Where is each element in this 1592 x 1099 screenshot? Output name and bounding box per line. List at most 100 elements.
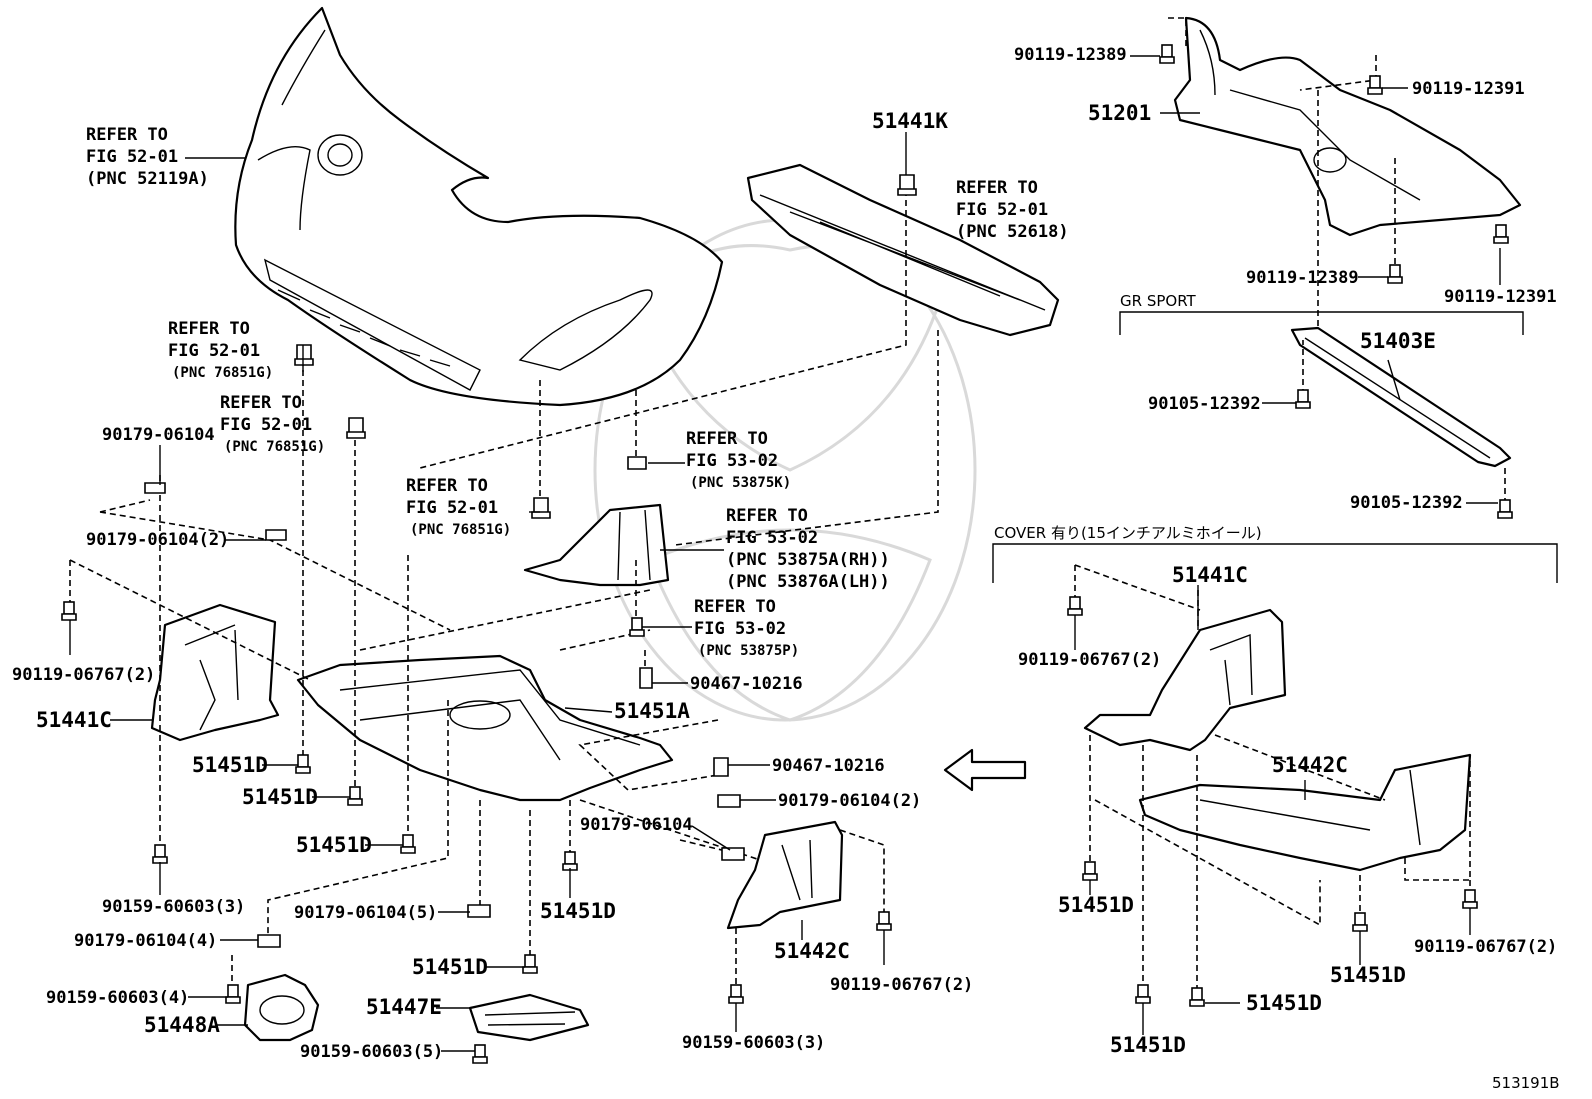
part-number-51442c-right: 51442C <box>1272 753 1348 777</box>
nut-icon <box>265 529 287 541</box>
part-number-51451d-4: 51451D <box>540 899 616 923</box>
part-number-90119-06767-2-d: 90119-06767(2) <box>1414 937 1557 957</box>
bolt-icon <box>1352 912 1368 932</box>
svg-text:REFER TO: REFER TO <box>686 429 768 449</box>
clip-icon <box>639 667 653 689</box>
svg-text:(PNC 52119A): (PNC 52119A) <box>86 169 209 189</box>
part-number-90467-10216-b: 90467-10216 <box>772 756 885 776</box>
clip-icon <box>713 757 729 777</box>
bolt-icon <box>562 851 578 871</box>
part-number-90467-10216-a: 90467-10216 <box>690 674 803 694</box>
bolt-icon <box>1367 75 1383 95</box>
part-number-90119-12391-top: 90119-12391 <box>1412 79 1525 99</box>
bolt-icon <box>1159 44 1175 64</box>
label-refer-52618: REFER TO FIG 52-01 (PNC 52618) <box>956 178 1069 242</box>
bolt-icon <box>295 754 311 774</box>
part-number-90179-06104-2-b: 90179-06104(2) <box>778 791 921 811</box>
part-number-51403e: 51403E <box>1360 329 1436 353</box>
part-number-51451a: 51451A <box>614 699 690 723</box>
svg-text:REFER TO: REFER TO <box>220 393 302 413</box>
bolt-icon <box>1082 861 1098 881</box>
svg-text:(PNC 52618): (PNC 52618) <box>956 222 1069 242</box>
part-number-51451d-r3: 51451D <box>1246 991 1322 1015</box>
clip-icon <box>531 497 551 519</box>
part-51448a <box>243 973 320 1042</box>
label-refer-52119a: REFER TO FIG 52-01 (PNC 52119A) <box>86 125 209 189</box>
part-51441c-left <box>150 603 280 742</box>
svg-text:(PNC 53875P): (PNC 53875P) <box>698 643 799 659</box>
part-number-90119-06767-2-c: 90119-06767(2) <box>1018 650 1161 670</box>
label-refer-53875a: REFER TO FIG 53-02 (PNC 53875A(RH)) (PNC… <box>726 506 890 592</box>
part-number-51451d-r1: 51451D <box>1058 893 1134 917</box>
svg-text:REFER TO: REFER TO <box>726 506 808 526</box>
bolt-icon <box>1135 984 1151 1004</box>
part-51403e-brace <box>1290 326 1512 468</box>
part-number-90119-06767-2-b: 90119-06767(2) <box>830 975 973 995</box>
nut-icon <box>717 794 741 808</box>
bolt-icon <box>1067 596 1083 616</box>
part-number-51441c-left: 51441C <box>36 708 112 732</box>
svg-text:(PNC 76851G): (PNC 76851G) <box>410 522 511 538</box>
part-number-90119-06767-2-a: 90119-06767(2) <box>12 665 155 685</box>
part-number-51447e: 51447E <box>366 995 442 1019</box>
fasteners <box>61 44 1513 1064</box>
part-number-51201: 51201 <box>1088 101 1151 125</box>
svg-text:FIG 53-02: FIG 53-02 <box>694 619 786 639</box>
label-cover-note: COVER 有り(15インチアルミホイール) <box>994 524 1262 542</box>
part-number-90159-60603-3-a: 90159-60603(3) <box>102 897 245 917</box>
part-53875a-bracket <box>523 503 670 587</box>
bolt-icon <box>347 786 363 806</box>
part-number-51448a: 51448A <box>144 1013 220 1037</box>
figure-code: 513191B <box>1492 1074 1560 1092</box>
bolt-icon <box>728 984 744 1004</box>
part-number-51451d-5: 51451D <box>412 955 488 979</box>
bolt-icon <box>522 954 538 974</box>
part-number-90159-60603-3-b: 90159-60603(3) <box>682 1033 825 1053</box>
svg-text:REFER TO: REFER TO <box>168 319 250 339</box>
bolt-icon <box>1497 499 1513 519</box>
part-number-51451d-1: 51451D <box>192 753 268 777</box>
bolt-icon <box>1493 224 1509 244</box>
svg-text:FIG 52-01: FIG 52-01 <box>220 415 312 435</box>
svg-text:FIG 53-02: FIG 53-02 <box>686 451 778 471</box>
bolt-icon <box>629 617 645 637</box>
part-number-51441k: 51441K <box>872 109 948 133</box>
svg-text:(PNC 76851G): (PNC 76851G) <box>172 365 273 381</box>
svg-text:(PNC 53876A(LH)): (PNC 53876A(LH)) <box>726 572 890 592</box>
svg-text:REFER TO: REFER TO <box>956 178 1038 198</box>
part-number-90119-12389-mid: 90119-12389 <box>1246 268 1359 288</box>
nut-icon <box>144 482 166 494</box>
nut-icon <box>467 904 491 918</box>
part-number-90179-06104-2-a: 90179-06104(2) <box>86 530 229 550</box>
bolt-icon <box>1189 987 1205 1007</box>
bolt-icon <box>1295 389 1311 409</box>
label-refer-76851g-a: REFER TO FIG 52-01 (PNC 76851G) <box>168 319 273 381</box>
svg-text:(PNC 53875K): (PNC 53875K) <box>690 475 791 491</box>
label-refer-53875k: REFER TO FIG 53-02 (PNC 53875K) <box>686 429 791 491</box>
bolt-icon <box>225 984 241 1004</box>
bolt-icon <box>1462 889 1478 909</box>
part-51447e <box>468 993 590 1042</box>
bolt-icon <box>876 911 892 931</box>
part-number-90179-06104-a: 90179-06104 <box>102 425 215 445</box>
label-gr-sport: GR SPORT <box>1120 292 1197 310</box>
svg-text:FIG 53-02: FIG 53-02 <box>726 528 818 548</box>
part-number-90179-06104-5: 90179-06104(5) <box>294 903 437 923</box>
part-number-51451d-3: 51451D <box>296 833 372 857</box>
nut-icon <box>721 847 745 861</box>
part-number-90105-12392-a: 90105-12392 <box>1148 394 1261 414</box>
part-number-90159-60603-4: 90159-60603(4) <box>46 988 189 1008</box>
bolt-icon <box>152 844 168 864</box>
part-number-51441c-right: 51441C <box>1172 563 1248 587</box>
part-number-90119-12391-mid: 90119-12391 <box>1444 287 1557 307</box>
part-number-90179-06104-b: 90179-06104 <box>580 815 693 835</box>
svg-text:FIG 52-01: FIG 52-01 <box>406 498 498 518</box>
bolt-icon <box>400 834 416 854</box>
bolt-icon <box>472 1044 488 1064</box>
part-51442c-center <box>726 820 844 930</box>
part-number-51451d-2: 51451D <box>242 785 318 809</box>
clip-icon <box>294 344 314 366</box>
label-refer-76851g-b: REFER TO FIG 52-01 (PNC 76851G) <box>220 393 325 455</box>
svg-text:REFER TO: REFER TO <box>406 476 488 496</box>
